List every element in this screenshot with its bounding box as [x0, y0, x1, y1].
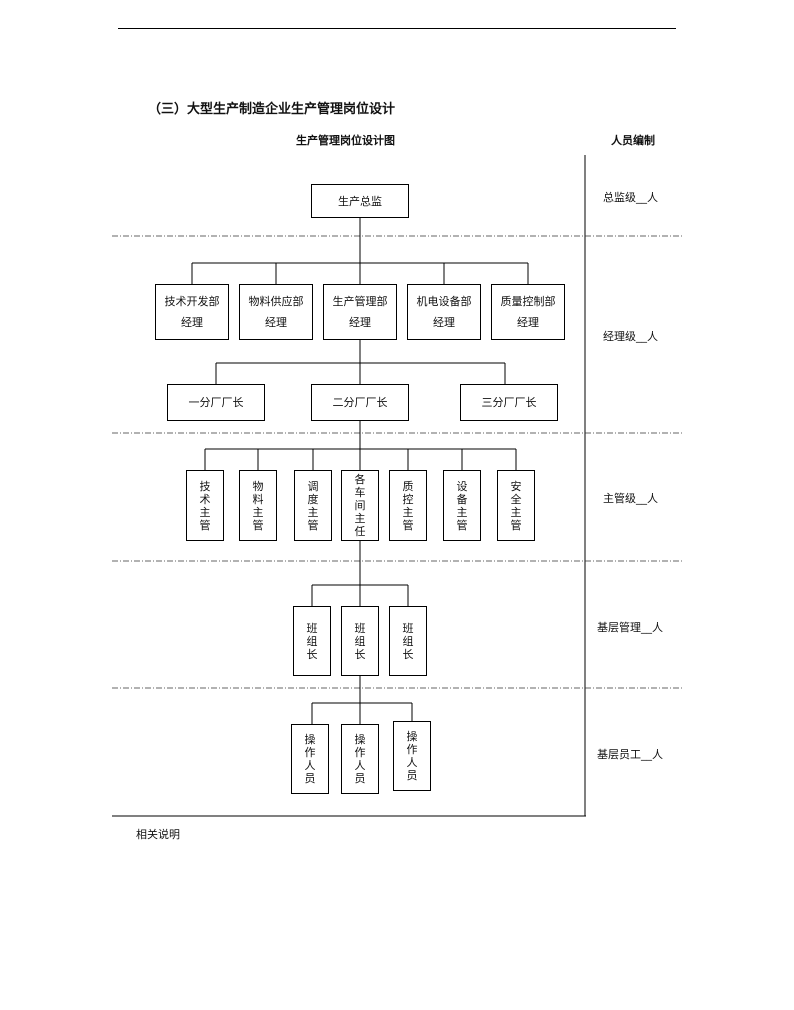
- manager-box: 物料供应部 经理: [239, 284, 313, 340]
- operator-label: 操作人员: [354, 733, 366, 785]
- supervisor-box: 安全主管: [497, 470, 535, 541]
- manager-box: 技术开发部 经理: [155, 284, 229, 340]
- manager-box: 机电设备部 经理: [407, 284, 481, 340]
- operator-label: 操作人员: [406, 730, 418, 782]
- staffing-level-frontline-management: 基层管理__人: [597, 621, 663, 634]
- manager-box: 质量控制部 经理: [491, 284, 565, 340]
- staffing-level-director: 总监级__人: [603, 191, 658, 204]
- plant-head-label: 三分厂厂长: [481, 396, 537, 409]
- team-leader-label: 班组长: [402, 621, 414, 661]
- supervisor-box: 技术主管: [186, 470, 224, 541]
- team-leader-box: 班组长: [341, 606, 379, 676]
- manager-label: 经理: [265, 316, 287, 329]
- supervisor-label: 安全主管: [510, 479, 522, 532]
- manager-label: 经理: [181, 316, 203, 329]
- chart-title: 生产管理岗位设计图: [296, 134, 395, 147]
- manager-label: 物料供应部: [248, 295, 304, 308]
- supervisor-label: 物料主管: [252, 479, 264, 532]
- operator-label: 操作人员: [304, 733, 316, 785]
- staffing-level-supervisor: 主管级__人: [603, 492, 658, 505]
- manager-label: 经理: [517, 316, 539, 329]
- manager-box: 生产管理部 经理: [323, 284, 397, 340]
- team-leader-box: 班组长: [293, 606, 331, 676]
- section-heading: （三）大型生产制造企业生产管理岗位设计: [148, 102, 396, 117]
- manager-label: 经理: [349, 316, 371, 329]
- team-leader-box: 班组长: [389, 606, 427, 676]
- team-leader-label: 班组长: [354, 621, 366, 661]
- staffing-column-title: 人员编制: [611, 134, 655, 147]
- supervisor-label: 技术主管: [199, 479, 211, 532]
- operator-box: 操作人员: [291, 724, 329, 794]
- manager-label: 生产管理部: [332, 295, 388, 308]
- supervisor-label: 设备主管: [456, 479, 468, 532]
- manager-label: 机电设备部: [416, 295, 472, 308]
- plant-head-label: 一分厂厂长: [188, 396, 244, 409]
- manager-label: 质量控制部: [500, 295, 556, 308]
- supervisor-label: 各车间主任: [354, 473, 366, 538]
- operator-box: 操作人员: [341, 724, 379, 794]
- operator-box: 操作人员: [393, 721, 431, 791]
- director-label: 生产总监: [338, 194, 382, 208]
- supervisor-box: 调度主管: [294, 470, 332, 541]
- supervisor-label: 调度主管: [307, 479, 319, 532]
- plant-head-label: 二分厂厂长: [332, 396, 388, 409]
- supervisor-label: 质控主管: [402, 479, 414, 532]
- staffing-level-manager: 经理级__人: [603, 330, 658, 343]
- plant-head-box: 三分厂厂长: [460, 384, 558, 421]
- supervisor-box: 物料主管: [239, 470, 277, 541]
- director-box: 生产总监: [311, 184, 409, 218]
- plant-head-box: 二分厂厂长: [311, 384, 409, 421]
- supervisor-box: 设备主管: [443, 470, 481, 541]
- plant-head-box: 一分厂厂长: [167, 384, 265, 421]
- manager-label: 经理: [433, 316, 455, 329]
- manager-label: 技术开发部: [164, 295, 220, 308]
- supervisor-box: 质控主管: [389, 470, 427, 541]
- header-rule: [118, 28, 676, 29]
- team-leader-label: 班组长: [306, 621, 318, 661]
- supervisor-box: 各车间主任: [341, 470, 379, 541]
- staffing-level-frontline-staff: 基层员工__人: [597, 748, 663, 761]
- related-notes-label: 相关说明: [136, 828, 180, 841]
- connector-lines: [191, 217, 529, 724]
